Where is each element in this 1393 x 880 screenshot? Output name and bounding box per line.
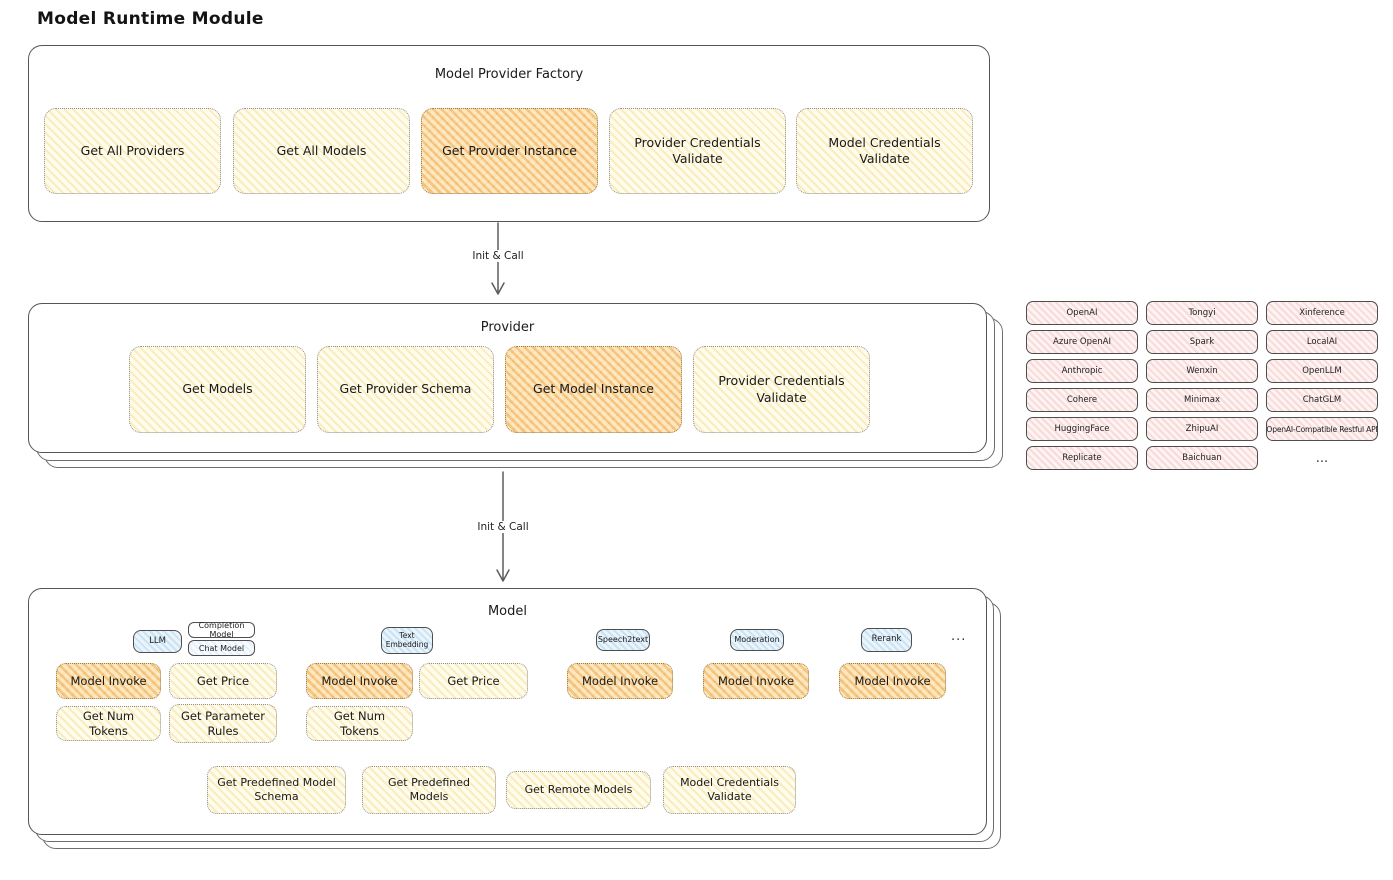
tag-rerank: Rerank bbox=[861, 628, 912, 652]
provider-anthropic: Anthropic bbox=[1026, 359, 1138, 383]
provider-more-ellipsis: ... bbox=[1315, 450, 1329, 466]
init-call-label-2: Init & Call bbox=[473, 521, 533, 533]
tag-speech2text: Speech2text bbox=[596, 629, 650, 651]
provider-baichuan: Baichuan bbox=[1146, 446, 1258, 470]
node-emb-model-invoke: Model Invoke bbox=[306, 663, 413, 699]
node-get-provider-schema: Get Provider Schema bbox=[317, 346, 494, 433]
node-model-credentials-validate-2: Model Credentials Validate bbox=[663, 766, 796, 814]
node-get-provider-instance: Get Provider Instance bbox=[421, 108, 598, 194]
node-get-all-models: Get All Models bbox=[233, 108, 410, 194]
node-provider-credentials-validate: Provider Credentials Validate bbox=[609, 108, 786, 194]
provider-localai: LocalAI bbox=[1266, 330, 1378, 354]
node-llm-get-price: Get Price bbox=[169, 663, 277, 699]
node-rerank-model-invoke: Model Invoke bbox=[839, 663, 946, 699]
model-frame: Model LLM Completion Model Chat Model Te… bbox=[28, 588, 987, 835]
provider-minimax: Minimax bbox=[1146, 388, 1258, 412]
node-get-all-providers: Get All Providers bbox=[44, 108, 221, 194]
provider-tongyi: Tongyi bbox=[1146, 301, 1258, 325]
provider-azure-openai: Azure OpenAI bbox=[1026, 330, 1138, 354]
provider-huggingface: HuggingFace bbox=[1026, 417, 1138, 441]
provider-frame: Provider Get Models Get Provider Schema … bbox=[28, 303, 987, 453]
node-emb-get-price: Get Price bbox=[419, 663, 528, 699]
tag-moderation: Moderation bbox=[730, 629, 784, 651]
provider-replicate: Replicate bbox=[1026, 446, 1138, 470]
model-title: Model bbox=[487, 604, 528, 619]
provider-openai: OpenAI bbox=[1026, 301, 1138, 325]
diagram-title: Model Runtime Module bbox=[37, 9, 264, 29]
node-llm-get-parameter-rules: Get Parameter Rules bbox=[169, 704, 277, 743]
provider-openai-compatible: OpenAI-Compatible Restful API bbox=[1266, 417, 1378, 441]
model-more-ellipsis: ... bbox=[951, 629, 967, 644]
node-llm-get-num-tokens: Get Num Tokens bbox=[56, 706, 161, 741]
provider-spark: Spark bbox=[1146, 330, 1258, 354]
node-get-remote-models: Get Remote Models bbox=[506, 771, 651, 809]
factory-title: Model Provider Factory bbox=[434, 67, 584, 82]
tag-text-embedding: Text Embedding bbox=[381, 627, 433, 654]
node-llm-model-invoke: Model Invoke bbox=[56, 663, 161, 699]
init-call-label-1: Init & Call bbox=[468, 250, 528, 262]
node-emb-get-num-tokens: Get Num Tokens bbox=[306, 706, 413, 741]
node-get-models: Get Models bbox=[129, 346, 306, 433]
provider-list: OpenAI Tongyi Xinference Azure OpenAI Sp… bbox=[1026, 301, 1378, 470]
tag-llm: LLM bbox=[133, 630, 182, 653]
tag-completion-model: Completion Model bbox=[188, 621, 255, 639]
provider-cohere: Cohere bbox=[1026, 388, 1138, 412]
provider-title: Provider bbox=[480, 320, 535, 335]
node-mod-model-invoke: Model Invoke bbox=[703, 663, 809, 699]
provider-chatglm: ChatGLM bbox=[1266, 388, 1378, 412]
provider-openllm: OpenLLM bbox=[1266, 359, 1378, 383]
node-provider-credentials-validate-2: Provider Credentials Validate bbox=[693, 346, 870, 433]
node-get-predefined-model-schema: Get Predefined Model Schema bbox=[207, 766, 346, 814]
node-model-credentials-validate: Model Credentials Validate bbox=[796, 108, 973, 194]
factory-frame: Model Provider Factory Get All Providers… bbox=[28, 45, 990, 222]
tag-chat-model: Chat Model bbox=[188, 640, 255, 656]
node-get-predefined-models: Get Predefined Models bbox=[362, 766, 496, 814]
node-get-model-instance: Get Model Instance bbox=[505, 346, 682, 433]
provider-xinference: Xinference bbox=[1266, 301, 1378, 325]
provider-zhipuai: ZhipuAI bbox=[1146, 417, 1258, 441]
node-s2t-model-invoke: Model Invoke bbox=[567, 663, 673, 699]
provider-wenxin: Wenxin bbox=[1146, 359, 1258, 383]
